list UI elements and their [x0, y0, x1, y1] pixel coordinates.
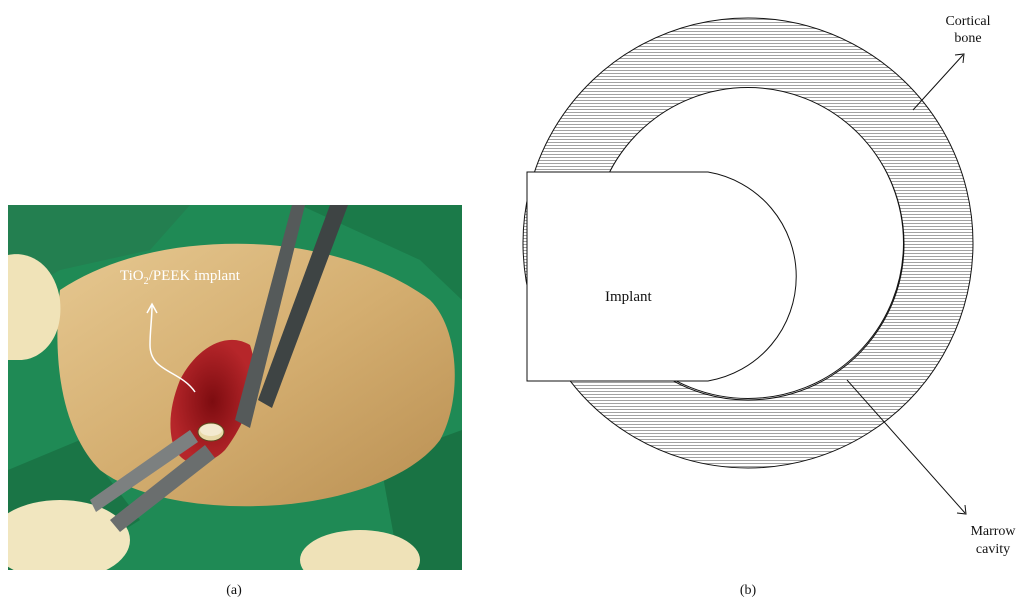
implant-shape	[527, 172, 796, 381]
marrow-cavity-label-line1: Marrow	[970, 524, 1016, 539]
implant-shape-label: Implant	[605, 289, 652, 305]
panel-a-caption: (a)	[226, 583, 242, 598]
cortical-bone-label-line1: Cortical	[945, 14, 990, 29]
panel-b-caption: (b)	[740, 583, 757, 598]
cortical-bone-pointer	[913, 55, 963, 110]
cortical-bone-label-line2: bone	[954, 31, 981, 46]
marrow-cavity-label-line2: cavity	[976, 542, 1010, 557]
surgery-photo: TiO2/PEEK implant	[0, 205, 462, 590]
bone-cross-section-diagram: Cortical bone Implant Marrow cavity	[523, 14, 1016, 557]
